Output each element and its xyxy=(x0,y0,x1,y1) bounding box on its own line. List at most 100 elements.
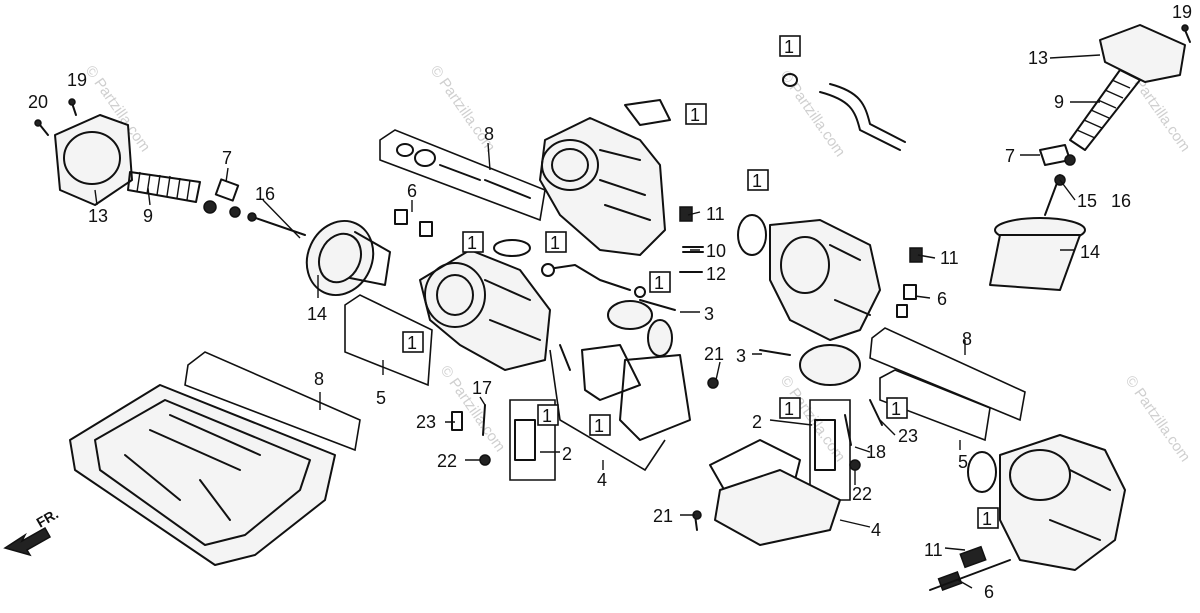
svg-text:1: 1 xyxy=(784,37,794,57)
svg-text:1: 1 xyxy=(467,233,477,253)
part-label: 7 xyxy=(1005,146,1015,166)
fuel-joint-oring xyxy=(634,286,646,298)
callout-box-1: 1 xyxy=(779,35,801,57)
screw-18 xyxy=(844,414,852,446)
part-label: 8 xyxy=(962,329,972,349)
part-label: 11 xyxy=(706,204,725,224)
right-diaphragm-group xyxy=(989,24,1191,291)
float-left-b xyxy=(647,319,673,357)
carb-body-outline xyxy=(539,117,666,256)
frame-8-right xyxy=(869,327,1026,422)
callout-box-1: 1 xyxy=(886,397,908,419)
screw-22-right xyxy=(849,459,861,471)
part-label: 6 xyxy=(407,181,417,201)
svg-text:1: 1 xyxy=(752,171,762,191)
screw-3-right xyxy=(759,349,791,356)
svg-text:1: 1 xyxy=(542,406,552,426)
part-label: 14 xyxy=(1080,242,1100,262)
carb-body-detail xyxy=(829,244,871,316)
hose-fitting-top xyxy=(782,73,798,87)
part-label: 5 xyxy=(376,388,386,408)
part-label: 21 xyxy=(653,506,673,526)
part-label: 9 xyxy=(1054,92,1064,112)
carburetor-body-top-center xyxy=(539,117,666,256)
frame-8-bottom-left xyxy=(184,351,361,452)
part-label: 18 xyxy=(866,442,886,462)
callout-box-1: 1 xyxy=(402,331,424,353)
screw-17 xyxy=(482,404,486,436)
screw-23-left xyxy=(451,411,463,431)
part-label: 21 xyxy=(704,344,724,364)
part-label: 19 xyxy=(1172,2,1192,22)
screw-19-right-head xyxy=(1181,24,1189,32)
part-label: 15 xyxy=(1077,191,1097,211)
adjuster-strip-8-top xyxy=(396,143,531,199)
carb-body-detail xyxy=(599,149,651,221)
o-ring-center-right xyxy=(737,214,767,256)
screw-19-left-head xyxy=(68,98,76,106)
o-ring-right xyxy=(967,451,997,493)
boxed-callouts: 1 1 1 1 1 1 1 1 1 1 1 1 xyxy=(402,35,999,529)
leader-lines xyxy=(94,54,1101,589)
callout-box-1: 1 xyxy=(589,414,611,436)
float-bowl-right xyxy=(714,469,841,546)
fuel-joint-end xyxy=(541,263,555,277)
part-label: 8 xyxy=(484,124,494,144)
callout-box-1: 1 xyxy=(649,271,671,293)
float-bowl-gasket-left xyxy=(619,354,691,441)
spring-9-left xyxy=(127,171,201,203)
carburetor-body-center-left xyxy=(419,249,551,371)
part-label: 9 xyxy=(143,206,153,226)
svg-text:1: 1 xyxy=(550,233,560,253)
hoses-and-fittings xyxy=(541,73,906,298)
callout-box-1: 1 xyxy=(977,507,999,529)
front-direction-indicator: FR. xyxy=(3,505,61,557)
screw-3-left xyxy=(639,299,676,311)
part-label: 19 xyxy=(67,70,87,90)
carburetor-body-bottom-right xyxy=(967,434,1126,571)
needle-jet-holder xyxy=(203,200,217,214)
carb-bore xyxy=(424,262,486,328)
float-gasket-left xyxy=(581,344,641,401)
screw-20 xyxy=(39,124,49,136)
callout-box-1: 1 xyxy=(747,169,769,191)
part-label: 11 xyxy=(940,248,959,268)
part-label: 16 xyxy=(255,184,275,204)
watermark: © Partzilla.com xyxy=(437,363,509,456)
float-bowl-ribs xyxy=(124,414,261,521)
part-label: 22 xyxy=(437,451,457,471)
float-left xyxy=(607,300,653,330)
jet-6-left-b xyxy=(419,221,433,237)
part-label: 17 xyxy=(472,378,492,398)
fuel-hose-top xyxy=(819,91,901,151)
cover-dome xyxy=(63,131,121,185)
fuel-hose-top-b xyxy=(829,83,906,143)
frame-5-right xyxy=(879,369,991,442)
part-label: 3 xyxy=(736,346,746,366)
svg-text:1: 1 xyxy=(784,399,794,419)
jet-11-bottom xyxy=(959,545,987,569)
part-label: 8 xyxy=(314,369,324,389)
part-label: 4 xyxy=(871,520,881,540)
part-label: 7 xyxy=(222,148,232,168)
float-chamber-bottom-left xyxy=(69,384,336,566)
carb-body-detail xyxy=(1049,469,1111,541)
gaskets xyxy=(493,99,841,546)
jet-6-bottom xyxy=(937,570,963,592)
fuel-joint xyxy=(554,264,631,291)
o-ring-center xyxy=(493,239,531,257)
part-label: 4 xyxy=(597,470,607,490)
part-label: 10 xyxy=(706,241,726,261)
sub-assembly-frames xyxy=(184,129,1026,501)
screw-20-head xyxy=(34,119,42,127)
svg-text:1: 1 xyxy=(594,416,604,436)
valve-2-right xyxy=(814,419,836,471)
callout-box-1: 1 xyxy=(462,231,484,253)
part-label: 16 xyxy=(1111,191,1131,211)
part-label: 22 xyxy=(852,484,872,504)
spring-9-right xyxy=(1069,69,1141,151)
part-label: 23 xyxy=(416,412,436,432)
carb-bore-inner xyxy=(551,148,589,182)
